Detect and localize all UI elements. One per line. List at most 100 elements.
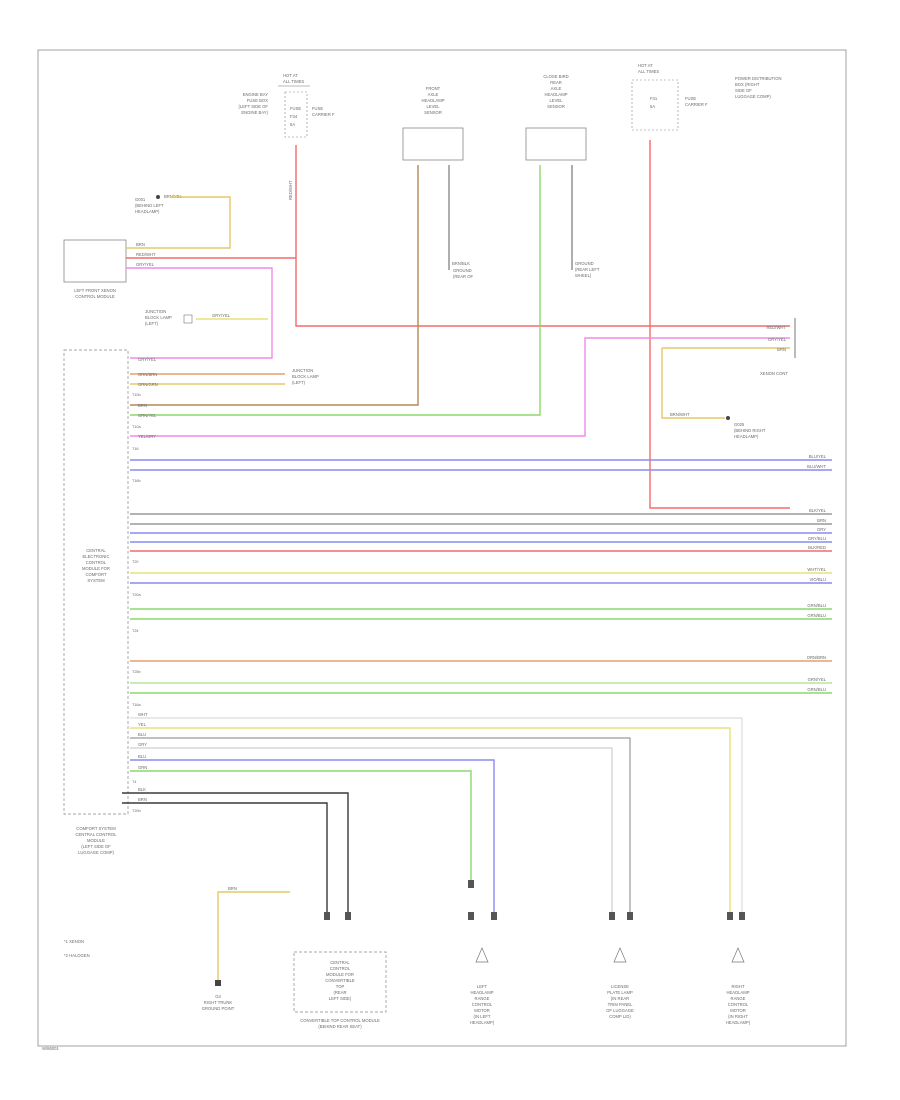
svg-text:MOTOR: MOTOR: [474, 1008, 490, 1013]
wire-brown-bottom: [122, 802, 328, 912]
svg-text:OF LUGGAGE: OF LUGGAGE: [606, 1008, 634, 1013]
svg-text:COMFORT SYSTEM: COMFORT SYSTEM: [76, 826, 116, 831]
wire-pink-junction: [130, 337, 790, 437]
svg-text:(IN RIGHT: (IN RIGHT: [728, 1014, 748, 1019]
ccm-wire-labels-top: GRY/YEL ORN/BRN ORN/GRN BRN GRN/YEL YEL/…: [138, 357, 158, 439]
svg-text:GRN/BLU: GRN/BLU: [807, 687, 826, 692]
license-plate-lamp: LICENSE PLATE LAMP (IN REAR TRIM PANEL O…: [606, 947, 634, 1019]
svg-text:BLK/YEL: BLK/YEL: [809, 508, 827, 513]
svg-text:HEADLAMP): HEADLAMP): [726, 1020, 751, 1025]
fuse-label: HOT AT: [283, 73, 298, 78]
svg-text:GRY/YEL: GRY/YEL: [138, 357, 157, 362]
svg-text:LEVEL: LEVEL: [426, 104, 440, 109]
svg-text:G4: G4: [215, 994, 221, 999]
svg-text:ORN/GRN: ORN/GRN: [138, 382, 158, 387]
svg-text:WHEEL): WHEEL): [575, 273, 592, 278]
junction-block-left: JUNCTION BLOCK LAMP (LEFT): [145, 309, 193, 326]
svg-text:(IN REAR: (IN REAR: [611, 996, 629, 1001]
svg-text:BLU/WHT: BLU/WHT: [807, 464, 826, 469]
page-reference: W/86001: [42, 1046, 59, 1051]
wire-label: RED/WHT: [136, 252, 156, 257]
wire-gray-2: [130, 747, 613, 912]
svg-text:GROUND POINT: GROUND POINT: [202, 1006, 235, 1011]
battery-fuse-left: HOT AT ALL TIMES ENGINE BAY FUSE BOX (LE…: [239, 73, 335, 138]
wire-yellow: [130, 727, 731, 912]
left-headlamp-range-motor: LEFT HEADLAMP RANGE CONTROL MOTOR (IN LE…: [470, 947, 495, 1025]
wire-label: BRN: [228, 886, 237, 891]
svg-text:CONTROL: CONTROL: [728, 1002, 749, 1007]
component-label: HEADLAMP): [135, 209, 160, 214]
svg-text:ORN/BRN: ORN/BRN: [138, 372, 157, 377]
rear-axle-level-sensor: CLOSE BIRD REAR AXLE HEADLAMP LEVEL SENS…: [525, 74, 587, 161]
svg-text:WHT: WHT: [138, 712, 148, 717]
svg-text:RIGHT TRUNK: RIGHT TRUNK: [204, 1000, 233, 1005]
ground-right: G025 (BEHIND RIGHT HEADLAMP): [734, 422, 766, 439]
svg-text:RANGE: RANGE: [475, 996, 490, 1001]
svg-text:RED/WHT: RED/WHT: [766, 325, 786, 330]
wire-green: [130, 770, 472, 880]
fuse-box-label: (LEFT SIDE OF: [239, 104, 269, 109]
svg-text:ELECTRONIC: ELECTRONIC: [83, 554, 110, 559]
svg-text:LUGGAGE COMP): LUGGAGE COMP): [78, 850, 114, 855]
svg-text:FUSE: FUSE: [290, 106, 301, 111]
svg-text:MOTOR: MOTOR: [730, 1008, 746, 1013]
wire-white: [130, 717, 743, 912]
svg-text:JUNCTION: JUNCTION: [292, 368, 313, 373]
svg-text:HEADLAMP): HEADLAMP): [470, 1020, 495, 1025]
svg-text:HEADLAMP: HEADLAMP: [726, 990, 749, 995]
right-headlamp-range-motor: RIGHT HEADLAMP RANGE CONTROL MOTOR (IN R…: [726, 947, 751, 1025]
svg-text:SYSTEM: SYSTEM: [87, 578, 105, 583]
svg-text:CARRIER F: CARRIER F: [685, 102, 708, 107]
svg-text:5A: 5A: [290, 122, 295, 127]
svg-text:BLOCK LAMP: BLOCK LAMP: [145, 315, 172, 320]
svg-text:YEL: YEL: [138, 722, 147, 727]
ground-bottom: G4 RIGHT TRUNK GROUND POINT: [202, 994, 235, 1011]
svg-text:BLU: BLU: [138, 754, 146, 759]
wire-power-left: [295, 145, 790, 327]
svg-text:REAR: REAR: [550, 80, 562, 85]
svg-text:(BEHIND RIGHT: (BEHIND RIGHT: [734, 428, 766, 433]
svg-text:HEADLAMP): HEADLAMP): [734, 434, 759, 439]
bottom-connector-stubs: [324, 880, 745, 920]
svg-text:HOT AT: HOT AT: [638, 63, 653, 68]
svg-text:T16b: T16b: [132, 479, 141, 483]
svg-text:LICENSE: LICENSE: [611, 984, 629, 989]
central-electronic-control-module: CENTRAL ELECTRONIC CONTROL MODULE FOR CO…: [63, 349, 129, 855]
svg-text:(IN LEFT: (IN LEFT: [474, 1014, 491, 1019]
svg-text:LEFT: LEFT: [477, 984, 488, 989]
wire-blue: [130, 759, 495, 912]
svg-text:GRN/BLU: GRN/BLU: [807, 603, 826, 608]
svg-text:CENTRAL: CENTRAL: [330, 960, 350, 965]
wire-label: BRN/BLK: [452, 261, 470, 266]
svg-text:(LEFT): (LEFT): [145, 321, 159, 326]
page-frame: [37, 49, 847, 1047]
wire-label: GRY/YEL: [212, 313, 231, 318]
svg-text:T24: T24: [132, 629, 139, 633]
svg-text:BLU/YEL: BLU/YEL: [809, 454, 827, 459]
wire-black: [122, 792, 349, 912]
svg-text:(REAR: (REAR: [333, 990, 346, 995]
svg-text:AXLE: AXLE: [428, 92, 439, 97]
svg-text:BLK: BLK: [138, 787, 146, 792]
svg-text:(LEFT): (LEFT): [292, 380, 306, 385]
svg-text:PLATE LAMP: PLATE LAMP: [607, 990, 633, 995]
svg-text:WHT/YEL: WHT/YEL: [807, 567, 826, 572]
svg-text:CENTRAL CONTROL: CENTRAL CONTROL: [75, 832, 117, 837]
convertible-top-control-module: CENTRAL CONTROL MODULE FOR CONVERTIBLE T…: [293, 951, 387, 1029]
svg-text:F34: F34: [290, 114, 298, 119]
svg-text:T16: T16: [132, 447, 139, 451]
svg-text:MODULE FOR: MODULE FOR: [82, 566, 110, 571]
component-label: CONTROL MODULE: [75, 294, 115, 299]
junction-block-mid: JUNCTION BLOCK LAMP (LEFT): [292, 368, 319, 385]
svg-text:GRN: GRN: [138, 765, 147, 770]
wire-ground-bottom: [217, 891, 290, 980]
wire-label: BRN/WHT: [670, 412, 690, 417]
svg-text:T25b: T25b: [132, 670, 141, 674]
svg-text:GRN/YEL: GRN/YEL: [138, 413, 157, 418]
svg-text:MODULE: MODULE: [87, 838, 105, 843]
svg-text:CARRIER F: CARRIER F: [312, 112, 335, 117]
svg-text:LEFT SIDE): LEFT SIDE): [329, 996, 352, 1001]
svg-text:(REAR OF: (REAR OF: [453, 274, 473, 279]
svg-text:(BEHIND REAR SEAT): (BEHIND REAR SEAT): [318, 1024, 362, 1029]
